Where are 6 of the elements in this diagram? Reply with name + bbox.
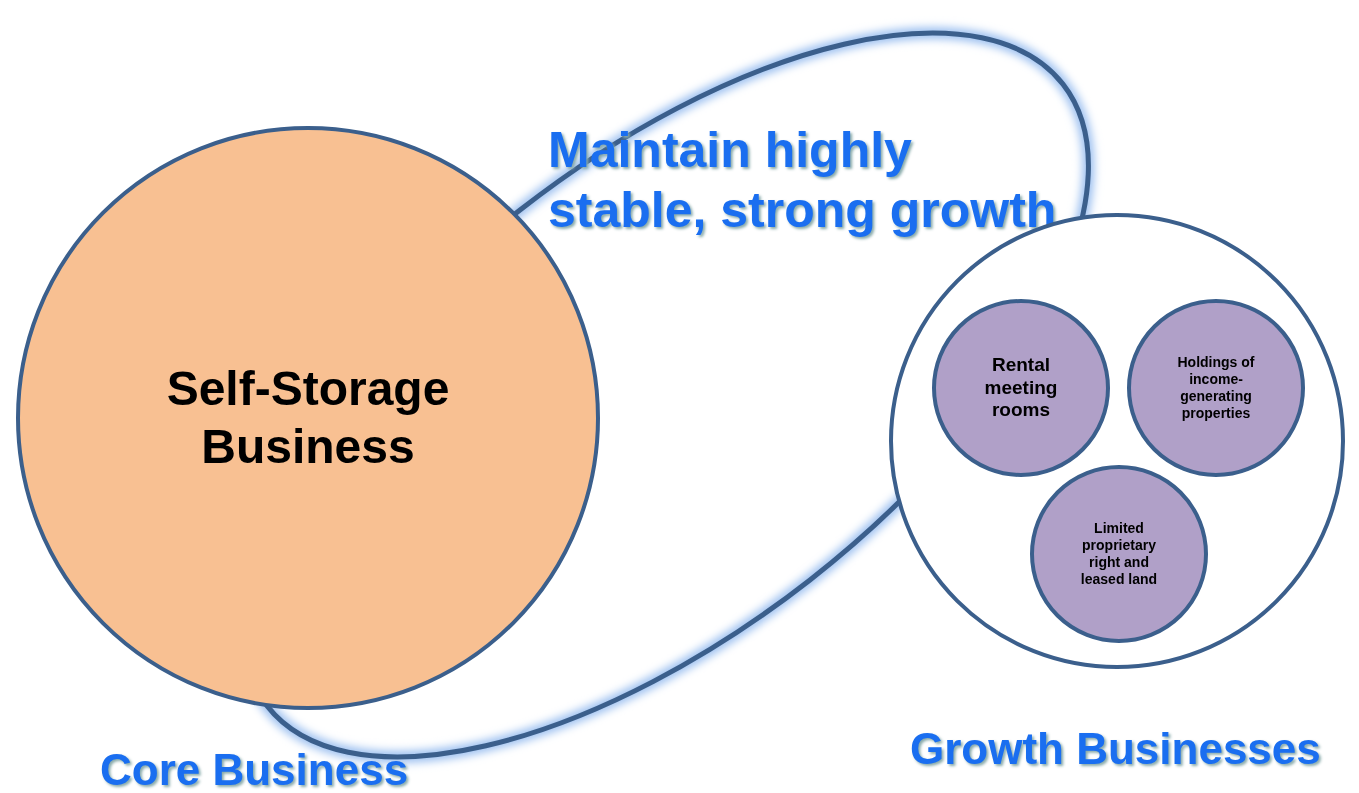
caption-label: Core Business: [100, 745, 409, 793]
circle-label: Rental meeting rooms: [983, 353, 1059, 423]
circle-label: Self-Storage Business: [165, 361, 451, 475]
circle-label: Holdings of income-generating properties: [1176, 354, 1256, 422]
caption-label: Growth Businesses: [910, 724, 1321, 774]
circle-label: Limited proprietary right and leased land: [1079, 520, 1159, 588]
